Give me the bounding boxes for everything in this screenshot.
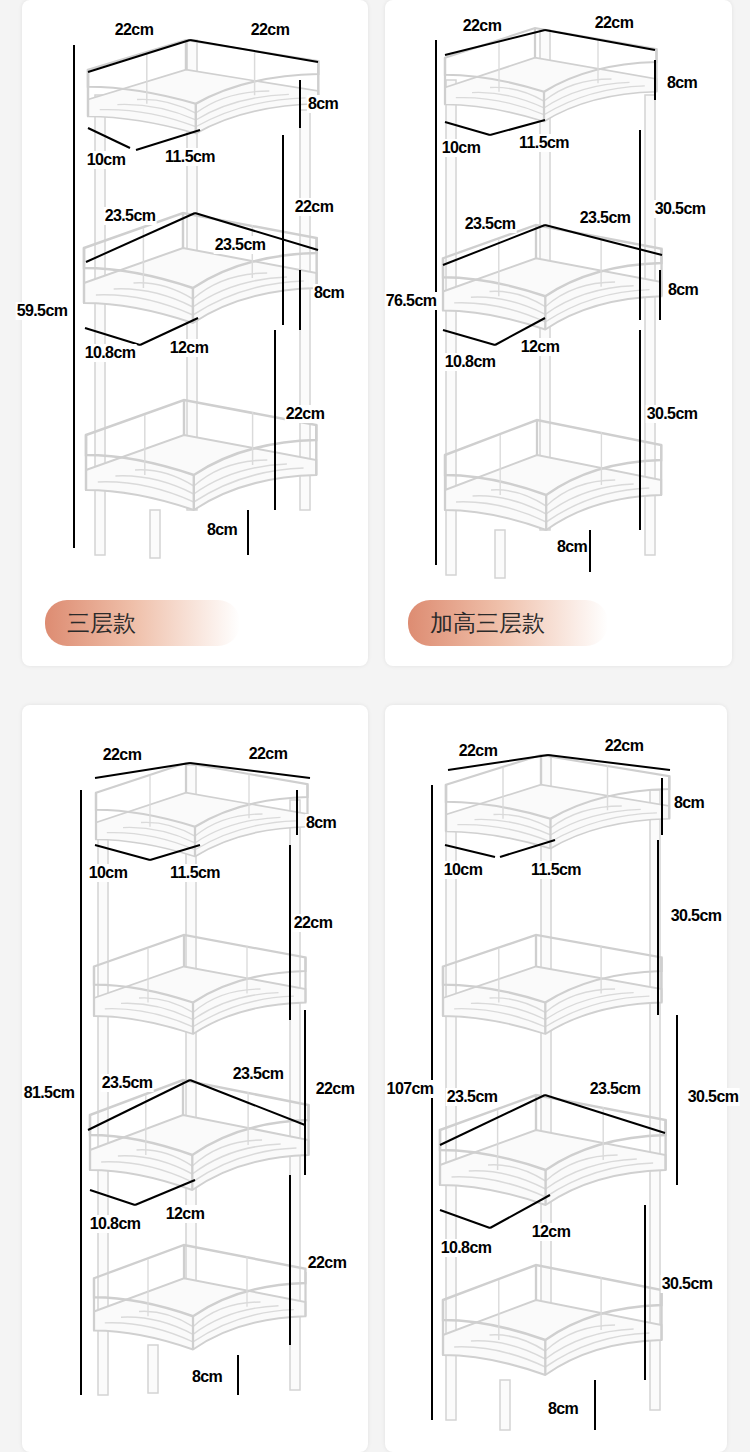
dimension-label: 76.5cm [385, 292, 438, 310]
dimension-label: 30.5cm [646, 405, 699, 423]
dimension-label: 30.5cm [661, 1275, 714, 1293]
dimension-label: 23.5cm [589, 1080, 642, 1098]
dimension-label: 30.5cm [654, 200, 707, 218]
dimension-label: 23.5cm [464, 215, 517, 233]
dimension-label: 23.5cm [579, 209, 632, 227]
dimension-label: 22cm [458, 742, 499, 760]
dimension-label: 8cm [307, 95, 339, 113]
dimension-label: 11.5cm [530, 861, 582, 879]
dimension-label: 8cm [666, 74, 698, 92]
dimension-label: 8cm [313, 284, 345, 302]
dimension-label: 23.5cm [232, 1065, 285, 1083]
dimension-label: 11.5cm [518, 134, 570, 152]
shelf-tall-three-tier [443, 28, 662, 578]
variant-name: 加高三层款 [408, 608, 545, 639]
dimension-label: 10.8cm [84, 344, 137, 362]
dimension-label: 8cm [206, 521, 238, 539]
dimension-label: 8cm [667, 281, 699, 299]
dimension-label: 59.5cm [16, 302, 69, 320]
dimension-label: 22cm [293, 914, 334, 932]
dimension-label: 8cm [191, 1368, 223, 1386]
dimension-lines [74, 30, 677, 1430]
dimension-label: 30.5cm [670, 907, 723, 925]
dimension-label: 10.8cm [444, 353, 497, 371]
shelf-tall-four-tier [440, 755, 669, 1430]
dimension-label: 22cm [248, 745, 289, 763]
dimension-label: 22cm [307, 1254, 348, 1272]
dimension-label: 12cm [531, 1223, 572, 1241]
dimension-label: 22cm [315, 1080, 356, 1098]
dimension-label: 12cm [520, 338, 561, 356]
dimension-label: 22cm [604, 737, 645, 755]
dimension-label: 107cm [386, 1080, 435, 1098]
dimension-label: 11.5cm [164, 148, 216, 166]
dimension-label: 30.5cm [687, 1088, 740, 1106]
dimension-label: 23.5cm [446, 1088, 499, 1106]
dimension-label: 10cm [88, 864, 129, 882]
dimension-label: 12cm [165, 1205, 206, 1223]
dimension-label: 23.5cm [214, 236, 267, 254]
dimension-label: 10.8cm [440, 1239, 493, 1257]
dimension-label: 22cm [462, 17, 503, 35]
variant-name: 三层款 [45, 608, 136, 639]
dimension-label: 8cm [673, 794, 705, 812]
variant-tag: 加高三层款 [408, 600, 608, 646]
dimension-label: 22cm [250, 21, 291, 39]
dimension-label: 10cm [441, 139, 482, 157]
dimension-label: 81.5cm [23, 1084, 76, 1102]
dimension-label: 10cm [86, 151, 127, 169]
dimension-label: 10.8cm [89, 1215, 142, 1233]
dimension-label: 11.5cm [169, 864, 221, 882]
dimension-label: 23.5cm [101, 1074, 154, 1092]
dimension-label: 23.5cm [104, 207, 157, 225]
dimension-label: 12cm [169, 339, 210, 357]
dimension-label: 22cm [294, 198, 335, 216]
dimension-label: 8cm [547, 1400, 579, 1418]
dimension-label: 8cm [556, 538, 588, 556]
dimension-label: 10cm [443, 861, 484, 879]
dimension-label: 22cm [114, 21, 155, 39]
shelf-three-tier [84, 40, 318, 558]
dimension-label: 22cm [594, 14, 635, 32]
dimension-label: 8cm [305, 814, 337, 832]
dimension-label: 22cm [102, 746, 143, 764]
shelf-four-tier [90, 763, 309, 1395]
variant-tag: 三层款 [45, 600, 240, 646]
dimension-label: 22cm [285, 405, 326, 423]
